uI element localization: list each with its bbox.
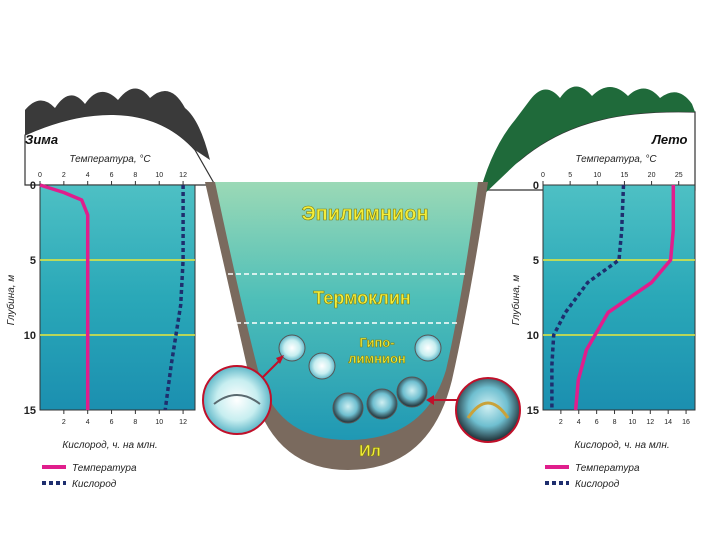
winter-temp-tick-label: 8 [133, 172, 137, 179]
epilimnion-label: Эпилимнион [301, 203, 428, 225]
benthic-bubble [367, 389, 397, 419]
winter-temp-tick-label: 12 [179, 172, 187, 179]
winter-depth-ticks: 0 5 10 15 [24, 180, 36, 417]
summer-profile-panel: Лето Температура, °С 0 5 10 15 20 25 0 5 10 15 Г… [510, 132, 695, 490]
winter-temperature-axis-title: Температура, °С [69, 154, 151, 165]
summer-oxygen-tick-label: 14 [664, 419, 672, 426]
summer-depth-tick-label: 5 [533, 255, 539, 267]
summer-temp-tick-label: 5 [568, 172, 572, 179]
winter-oxygen-tick-label: 4 [86, 419, 90, 426]
summer-temp-tick-label: 20 [648, 172, 656, 179]
winter-depth-tick-label: 5 [30, 255, 36, 267]
sediment-label: Ил [359, 443, 381, 460]
winter-depth-tick-label: 10 [24, 330, 36, 342]
hypolimnion-label-line2: лимнион [348, 351, 406, 366]
winter-depth-tick-label: 15 [24, 405, 36, 417]
hypolimnion-label-line1: Гипо- [359, 335, 394, 350]
winter-oxygen-tick-label: 2 [62, 419, 66, 426]
winter-legend-oxygen: Кислород [72, 479, 117, 490]
winter-temp-tick-label: 4 [86, 172, 90, 179]
thermocline-label: Термоклин [313, 288, 411, 308]
summer-oxygen-tick-label: 4 [577, 419, 581, 426]
benthic-magnified [456, 378, 520, 442]
winter-plot-area [40, 185, 195, 410]
summer-depth-tick-label: 15 [527, 405, 539, 417]
benthic-bubble [333, 393, 363, 423]
winter-profile-panel: Зима Температура, °С 0 2 4 6 8 10 12 0 5 10 15 Гл… [5, 132, 195, 490]
summer-oxygen-tick-label: 6 [595, 419, 599, 426]
summer-oxygen-tick-label: 16 [682, 419, 690, 426]
winter-depth-axis-title: Глубина, м [5, 275, 17, 326]
winter-oxygen-ticks: 2 4 6 8 10 12 [62, 410, 187, 426]
winter-oxygen-tick-label: 12 [179, 419, 187, 426]
summer-depth-tick-label: 0 [533, 180, 539, 192]
summer-legend-temperature: Температура [575, 463, 640, 474]
winter-oxygen-tick-label: 6 [110, 419, 114, 426]
winter-legend-temperature: Температура [72, 463, 137, 474]
plankton-bubble [415, 335, 441, 361]
winter-oxygen-axis-title: Кислород, ч. на млн. [62, 440, 157, 451]
summer-oxygen-tick-label: 2 [559, 419, 563, 426]
winter-depth-tick-label: 0 [30, 180, 36, 192]
summer-season-title: Лето [651, 132, 688, 147]
winter-temp-tick-label: 10 [155, 172, 163, 179]
summer-oxygen-ticks: 2 4 6 8 10 12 14 16 [559, 410, 690, 426]
plankton-bubble [309, 353, 335, 379]
winter-oxygen-tick-label: 10 [155, 419, 163, 426]
summer-oxygen-tick-label: 12 [646, 419, 654, 426]
plankton-magnified [203, 366, 271, 434]
winter-season-title: Зима [25, 132, 58, 147]
summer-depth-ticks: 0 5 10 15 [527, 180, 539, 417]
summer-temp-tick-label: 10 [593, 172, 601, 179]
winter-temp-tick-label: 6 [110, 172, 114, 179]
summer-oxygen-tick-label: 8 [613, 419, 617, 426]
summer-depth-axis-title: Глубина, м [510, 275, 522, 326]
benthic-bubble [397, 377, 427, 407]
summer-temp-tick-label: 0 [541, 172, 545, 179]
summer-oxygen-tick-label: 10 [629, 419, 637, 426]
summer-oxygen-axis-title: Кислород, ч. на млн. [574, 440, 669, 451]
summer-depth-tick-label: 10 [527, 330, 539, 342]
summer-temperature-axis-title: Температура, °С [575, 154, 657, 165]
winter-oxygen-tick-label: 8 [133, 419, 137, 426]
summer-temp-tick-label: 15 [621, 172, 629, 179]
summer-legend-oxygen: Кислород [575, 479, 620, 490]
summer-temp-tick-label: 25 [675, 172, 683, 179]
winter-temp-tick-label: 0 [38, 172, 42, 179]
winter-temp-tick-label: 2 [62, 172, 66, 179]
